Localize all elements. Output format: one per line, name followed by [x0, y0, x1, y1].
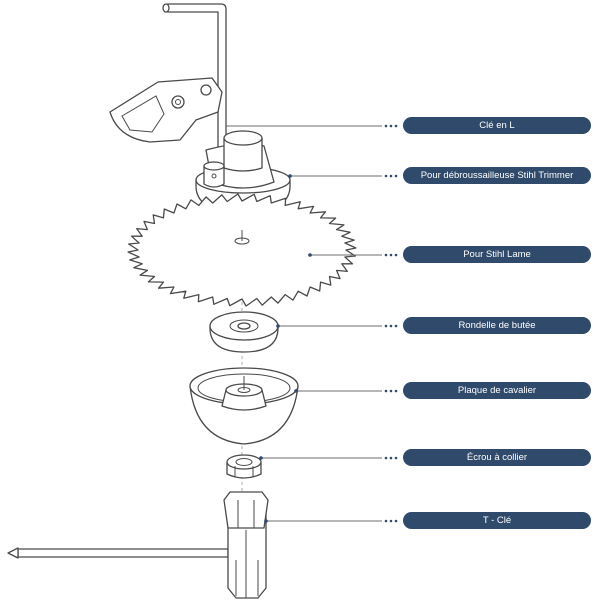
rider-plate-illustration	[189, 367, 299, 445]
leader-lines	[226, 124, 398, 523]
saw-blade-illustration	[127, 193, 357, 307]
label-blade: Pour Stihl Lame	[403, 246, 591, 263]
collar-nut-illustration	[226, 454, 262, 479]
label-collar-nut: Écrou à collier	[403, 449, 591, 466]
label-l-key: Clé en L	[403, 117, 591, 134]
trimmer-head-illustration	[109, 77, 291, 215]
t-key-illustration	[7, 491, 269, 599]
label-thrust-washer: Rondelle de butée	[403, 317, 591, 334]
label-t-key: T - Clé	[403, 512, 591, 529]
thrust-washer-illustration	[209, 311, 279, 353]
l-key-illustration	[162, 3, 227, 161]
label-trimmer: Pour débroussailleuse Stihl Trimmer	[403, 167, 591, 184]
label-rider-plate: Plaque de cavalier	[403, 382, 591, 399]
